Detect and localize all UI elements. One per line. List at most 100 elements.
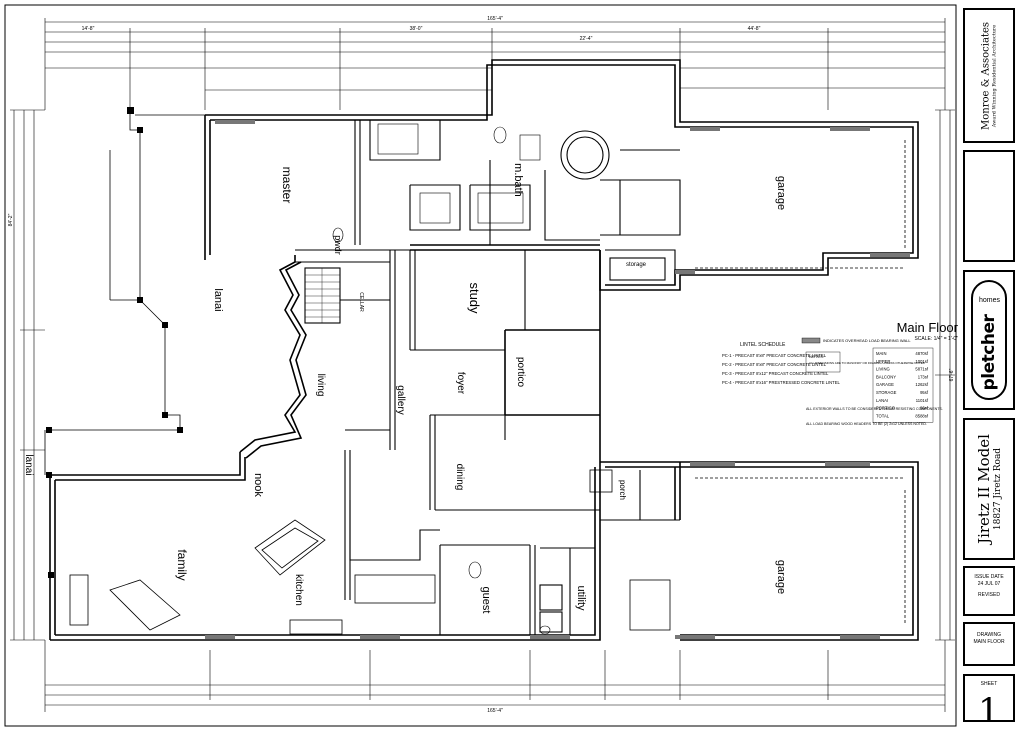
lintel-item-2: PC-2 - PRECAST 8'x8" PRECAST CONCRETE LI… — [722, 362, 827, 367]
blank-box — [963, 150, 1015, 262]
area-row-value: 5871sf — [915, 367, 928, 372]
issue-box: ISSUE DATE 24 JUL 07 REVISED — [963, 566, 1015, 616]
lanai-columns — [46, 107, 183, 578]
issue-label: ISSUE DATE — [974, 574, 1004, 580]
room-guest: guest — [480, 587, 492, 614]
builder-logo-text: pletcher — [979, 314, 999, 391]
sheet-box: SHEET 1 — [963, 674, 1015, 728]
dim-garage-width: 22'-4" — [580, 36, 593, 42]
dim-overall-top: 165'-4" — [487, 16, 503, 22]
room-gallery: gallery — [395, 385, 406, 414]
lintel-item-1: PC-1 - PRECAST 8'x8" PRECAST CONCRETE LI… — [722, 353, 827, 358]
notes-title: NOTES: — [809, 354, 824, 359]
notes-block: INDICATES OVERHEAD LOAD BEARING WALL NOT… — [801, 337, 943, 426]
lanai-outline — [44, 110, 205, 475]
area-row-label: STORAGE — [876, 390, 897, 395]
room-garage-bottom: garage — [775, 560, 787, 594]
title-block: Monroe & Associates Award Winning Reside… — [963, 8, 1019, 728]
room-nook: nook — [252, 473, 264, 497]
area-row-value: 173sf — [918, 374, 929, 379]
drawing-label: DRAWING — [977, 632, 1001, 638]
notes-box — [805, 351, 841, 373]
room-dining: dining — [454, 464, 465, 491]
room-lanai-lower: lanai — [23, 454, 34, 475]
kitchen-fixtures — [69, 469, 671, 635]
dim-left-side: 84'-2" — [8, 213, 14, 226]
exterior-note: ALL EXTERIOR WALLS TO BE CONSIDERED SHEA… — [806, 407, 943, 411]
issue-date: 24 JUL 07 — [977, 581, 1001, 587]
builder-logo-sub: homes — [978, 296, 1000, 304]
bearing-note: ALL LOAD BEARING WOOD HEADERS TO BE (2) … — [806, 422, 927, 426]
area-row-label: LANAI — [876, 398, 888, 403]
room-family: family — [175, 549, 189, 580]
area-row-value: 1262sf — [915, 382, 928, 387]
sheet-label: SHEET — [980, 681, 998, 687]
garage-doors — [695, 140, 906, 625]
architect-name: Monroe & Associates — [980, 21, 992, 130]
drawing-name: MAIN FLOOR — [973, 639, 1005, 645]
dim-overall-bottom: 165'-4" — [487, 708, 503, 714]
architect-subtitle: Award Winning Residential Architecture — [991, 24, 998, 127]
room-foyer: foyer — [455, 372, 466, 395]
room-storage: storage — [626, 262, 647, 268]
room-porch: porch — [618, 480, 627, 500]
room-powder: pwdr — [333, 235, 343, 255]
area-row-label: BALCONY — [876, 374, 896, 379]
area-row-value: 8588sf — [915, 413, 928, 418]
room-master: master — [280, 167, 294, 204]
builder-logo: pletcher homes — [971, 280, 1007, 400]
architect-box: Monroe & Associates Award Winning Reside… — [963, 8, 1015, 143]
bath-fixtures — [332, 123, 551, 635]
room-cellar: CELLAR — [358, 292, 364, 312]
lintel-item-4: PC-4 - PRECAST 8'x16" PRESTRESSED CONCRE… — [722, 380, 841, 385]
project-address: 18827 Jiretz Road — [993, 447, 1003, 531]
dimension-lines-right — [935, 109, 955, 641]
bearing-wall-legend-swatch — [801, 337, 821, 344]
room-utility: utility — [575, 585, 587, 611]
area-row-value: 95sf — [920, 390, 929, 395]
room-labels: master m.bath garage study lanai lanai l… — [23, 163, 787, 613]
room-garage-top: garage — [775, 176, 787, 210]
room-lanai-upper: lanai — [212, 288, 224, 311]
dimension-lines-left — [10, 109, 45, 641]
dim-top-right: 44'-8" — [748, 26, 761, 32]
sheet-border — [4, 4, 957, 727]
model-name: Jiretz II Model — [975, 434, 993, 544]
lintel-schedule: LINTEL SCHEDULE PC-1 - PRECAST 8'x8" PRE… — [722, 342, 841, 385]
revised-label: REVISED — [978, 592, 1000, 598]
area-row-label: LIVING — [876, 367, 890, 372]
area-row-value: 4870sf — [915, 351, 928, 356]
floor-plan: 165'-4" 14'-8" 38'-0" 44'-8" 22'-4" 165'… — [4, 4, 959, 727]
dim-top-mid: 38'-0" — [410, 26, 423, 32]
room-kitchen: kitchen — [293, 574, 304, 606]
area-row-label: PORTICO — [876, 406, 896, 411]
drawing-box: DRAWING MAIN FLOOR — [963, 622, 1015, 666]
plan-scale: SCALE: 1/4" = 1'-0" — [914, 336, 958, 342]
project-box: Jiretz II Model 18827 Jiretz Road — [963, 418, 1015, 560]
area-row-value: 86sf — [920, 406, 929, 411]
stair-treads — [305, 268, 340, 323]
area-table-frame — [872, 347, 934, 423]
room-living: living — [315, 374, 326, 397]
area-row-label: TOTAL — [876, 413, 890, 418]
room-m-bath: m.bath — [512, 163, 524, 197]
notes-body: ALL DIMENSIONS ARE TO MASONRY OR FRAMING… — [809, 361, 926, 365]
dim-top-left: 14'-8" — [82, 26, 95, 32]
lintel-item-3: PC-3 - PRECAST 8'x12" PRECAST CONCRETE L… — [722, 371, 829, 376]
interior-walls — [295, 120, 681, 635]
bearing-wall-hatches — [205, 120, 910, 639]
room-portico: portico — [515, 357, 526, 387]
area-row-label: MAIN — [876, 351, 886, 356]
dimension-lines-bottom — [44, 640, 946, 712]
area-row-label: UPPER — [876, 359, 890, 364]
dim-right-side: 67'-6" — [949, 368, 955, 381]
dimension-lines-top — [44, 18, 946, 110]
sheet-number: 1 — [978, 691, 1000, 731]
area-row-value: 1101sf — [916, 398, 929, 403]
plan-title: Main Floor — [897, 320, 959, 335]
builder-logo-box: pletcher homes — [963, 270, 1015, 410]
area-row-value: 1001sf — [915, 359, 928, 364]
legend-text: INDICATES OVERHEAD LOAD BEARING WALL — [823, 338, 911, 343]
